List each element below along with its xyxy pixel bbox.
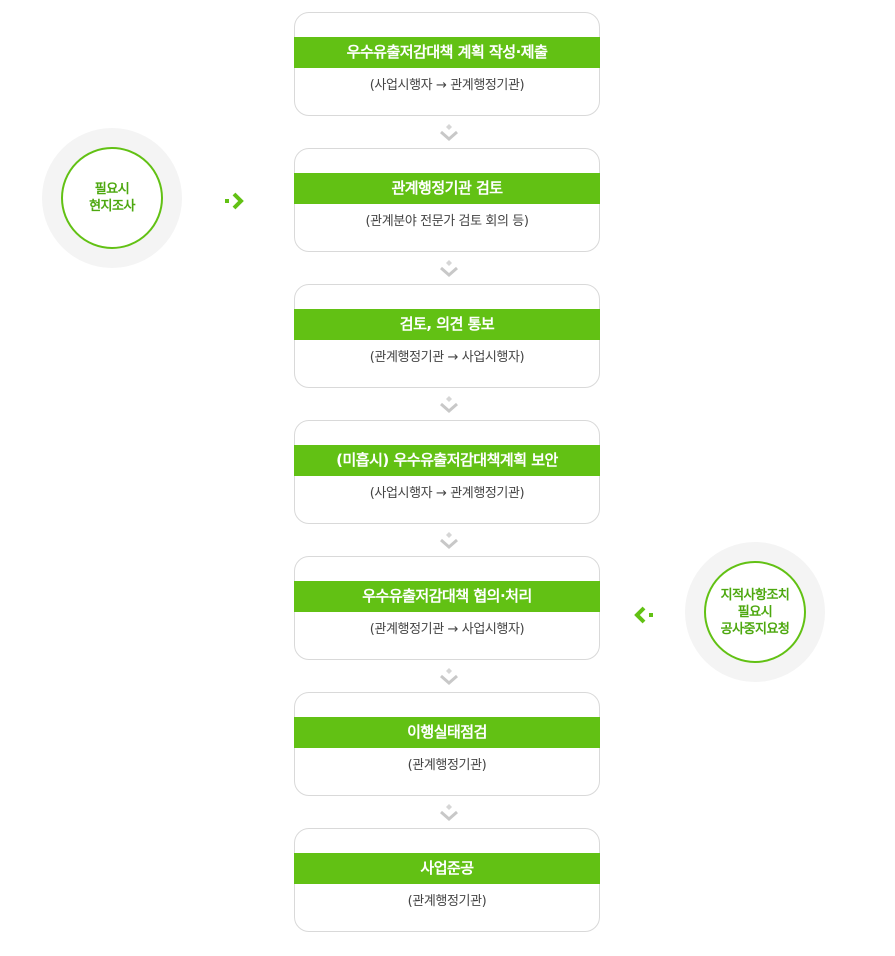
step-title: 우수유출저감대책 협의·처리 (294, 581, 600, 612)
step-title: 우수유출저감대책 계획 작성·제출 (294, 37, 600, 68)
step-subtitle: (관계행정기관) (407, 758, 487, 773)
step-title: 이행실태점검 (294, 717, 600, 748)
side-note-right: 지적사항조치 필요시 공사중지요청 (685, 542, 825, 682)
step-box-7: 사업준공 (관계행정기관) (294, 828, 600, 932)
step-box-1: 우수유출저감대책 계획 작성·제출 (사업시행자 → 관계행정기관) (294, 12, 600, 116)
double-chevron-down-icon (440, 668, 458, 685)
step-subtitle: (관계행정기관 → 사업시행자) (369, 622, 525, 637)
step-box-3: 검토, 의견 통보 (관계행정기관 → 사업시행자) (294, 284, 600, 388)
step-subtitle: (관계행정기관) (407, 894, 487, 909)
step-title: 사업준공 (294, 853, 600, 884)
double-chevron-down-icon (440, 260, 458, 277)
step-title: 검토, 의견 통보 (294, 309, 600, 340)
double-chevron-down-icon (440, 532, 458, 549)
side-note-line: 현지조사 (89, 199, 135, 214)
dot-chevron-left-icon (634, 606, 653, 624)
step-box-5: 우수유출저감대책 협의·처리 (관계행정기관 → 사업시행자) (294, 556, 600, 660)
step-box-4: (미흡시) 우수유출저감대책계획 보안 (사업시행자 → 관계행정기관) (294, 420, 600, 524)
double-chevron-down-icon (440, 124, 458, 141)
step-subtitle: (사업시행자 → 관계행정기관) (369, 486, 525, 501)
step-subtitle: (관계분야 전문가 검토 회의 등) (365, 214, 529, 229)
step-box-2: 관계행정기관 검토 (관계분야 전문가 검토 회의 등) (294, 148, 600, 252)
step-title: (미흡시) 우수유출저감대책계획 보안 (294, 445, 600, 476)
dot-chevron-right-icon (225, 192, 244, 210)
side-note-line: 필요시 (94, 182, 130, 197)
side-note-left-inner: 필요시 현지조사 (61, 147, 163, 249)
step-box-6: 이행실태점검 (관계행정기관) (294, 692, 600, 796)
side-note-line: 필요시 (737, 604, 773, 620)
side-note-right-inner: 지적사항조치 필요시 공사중지요청 (704, 561, 806, 663)
side-note-line: 지적사항조치 (720, 587, 790, 603)
side-note-left: 필요시 현지조사 (42, 128, 182, 268)
step-subtitle: (관계행정기관 → 사업시행자) (369, 350, 525, 365)
step-title: 관계행정기관 검토 (294, 173, 600, 204)
double-chevron-down-icon (440, 804, 458, 821)
side-note-line: 공사중지요청 (720, 621, 790, 637)
step-subtitle: (사업시행자 → 관계행정기관) (369, 78, 525, 93)
double-chevron-down-icon (440, 396, 458, 413)
